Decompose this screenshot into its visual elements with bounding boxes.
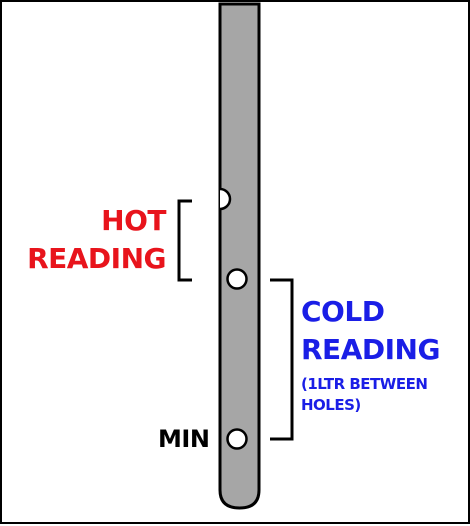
hot-reading-label-line1: HOT <box>101 204 166 237</box>
hot-reading-label-line2: READING <box>27 242 166 275</box>
hot-reading-bracket <box>177 199 192 282</box>
hot-reading-notch <box>219 187 232 211</box>
upper-hole <box>226 268 248 290</box>
cold-reading-note-line2: HOLES) <box>301 396 361 414</box>
dipstick-blade <box>218 2 261 510</box>
cold-reading-note-line1: (1LTR BETWEEN <box>301 375 428 393</box>
min-hole <box>226 428 248 450</box>
cold-reading-label-line2: READING <box>301 333 440 366</box>
cold-reading-bracket <box>270 278 294 441</box>
cold-reading-label-line1: COLD <box>301 295 385 328</box>
min-label: MIN <box>158 425 210 453</box>
